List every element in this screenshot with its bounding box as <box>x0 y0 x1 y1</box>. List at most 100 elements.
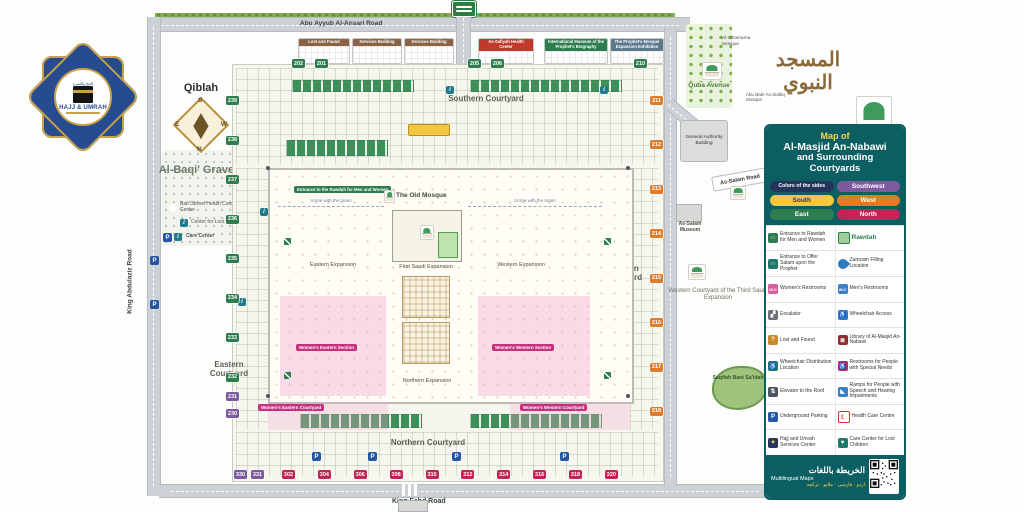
colors-of-sides-label: Colors of the sides <box>770 180 834 192</box>
compass-s: S <box>198 97 203 104</box>
legend-cell: ☾Health Care Centre <box>834 404 905 430</box>
escalator-icon: ▞ <box>768 309 778 320</box>
bab-jibreel-label: Bab Jibreel Health Care Center <box>180 201 234 213</box>
gate-202: 202 <box>292 59 305 68</box>
parking-icon: P <box>452 452 461 461</box>
south-gates-left: 202 201 <box>292 59 328 68</box>
legend-cell: Zamzam Filling Location <box>834 251 905 277</box>
rawdah-area-icon <box>837 232 850 245</box>
lost-found-icon: ? <box>768 335 778 346</box>
side-color-south: South <box>770 194 834 206</box>
legend-cell: ?Lost and Found <box>766 328 835 353</box>
carpet-strip <box>286 140 388 156</box>
escalator-icon <box>284 238 291 245</box>
green-dome-icon <box>384 190 395 203</box>
parking-icon: P <box>368 452 377 461</box>
legend-label: Elevator to the Roof <box>780 387 825 394</box>
gate-320: 320 <box>604 470 618 479</box>
quba-avenue-label: Quba Avenue <box>686 82 732 89</box>
legend-cell: ♿Wheelchair Distribution Location <box>766 354 835 379</box>
parking-icon: P <box>150 300 159 309</box>
road-sign <box>452 1 476 17</box>
gate-217: 217 <box>650 362 663 372</box>
legend-cell: ♥Care Center for Lost Children <box>834 430 905 455</box>
zamzam-drop-icon <box>835 256 850 271</box>
legend-label: Entrance to Rawdah for Men and Women <box>780 231 826 244</box>
gate-211: 211 <box>650 96 663 105</box>
escalator-icon <box>284 372 291 379</box>
building-museum: International Museum of the Prophet's Bi… <box>544 38 608 64</box>
crescent-icon: ☾ <box>837 411 850 424</box>
legend-label: Underground Parking <box>780 413 828 420</box>
ornate-courtyard-1 <box>402 276 450 318</box>
minaret-icon <box>626 394 630 398</box>
road-bottom <box>159 484 771 498</box>
womens-eastern-courtyard-label: Women's Eastern Courtyard <box>258 404 325 411</box>
info-icon: i <box>600 86 608 94</box>
legend-label: Zamzam Filling Location <box>849 257 884 269</box>
minaret-icon <box>626 166 630 170</box>
legend-label: Men's Restrooms <box>849 285 889 292</box>
hajj-umrah-logo: الحج والعمرة HAJJ & UMRAH <box>25 39 141 155</box>
northern-expansion-label: Northern Expansion <box>402 378 452 384</box>
legend-cell: ≣Library of Al-Masjid An-Nabawi <box>834 328 905 353</box>
legend-title-2: Al-Masjid An-Nabawi <box>783 141 887 153</box>
building-label: As-Safiyah Health Center <box>479 39 533 51</box>
legend-row: ▞Escalator♿Wheelchair Access <box>766 301 905 328</box>
gate-237: 237 <box>226 175 239 185</box>
gate-201: 201 <box>315 59 328 68</box>
minaret-icon <box>266 166 270 170</box>
road-top <box>150 17 690 32</box>
salam-museum-label: As-Salam Museum <box>678 221 702 233</box>
kaaba-icon <box>73 85 93 103</box>
legend-label: Care Center for Lost Children <box>849 435 895 448</box>
northern-courtyard-area <box>236 432 658 476</box>
saqifah-label: Saqifah Bani Sa'idah <box>712 375 764 381</box>
legend-label: Entrance to Offer Salam upon the Prophet <box>780 254 818 272</box>
saqifah-area <box>712 366 768 410</box>
compass-n: N <box>197 146 202 153</box>
gate-214: 214 <box>650 229 663 239</box>
rawdah-entrance-icon: ∩ <box>768 233 778 244</box>
carpet-strip <box>470 414 602 428</box>
library-icon: ≣ <box>837 335 848 346</box>
ornate-courtyard-2 <box>402 322 450 364</box>
wheelchair-icon: ♿ <box>837 309 848 320</box>
legend-cell: ▞Escalator <box>766 303 835 328</box>
green-dome-icon <box>420 225 434 240</box>
care-center-label: Care Center <box>186 233 215 239</box>
legend-footer: الخريطة باللغات Multilingual Maps اردو ·… <box>766 455 904 498</box>
legend-cell: ⇅Elevator to the Roof <box>766 379 835 404</box>
legend-cell: ♿Wheelchair Access <box>834 302 905 328</box>
tree-strip-top <box>155 13 675 17</box>
legend-label: Wheelchair Access <box>849 311 892 317</box>
gate-205: 205 <box>468 59 481 68</box>
womens-western-section-label: Women's Western Section <box>492 344 555 351</box>
legend-header: Map of Al-Masjid An-Nabawi and Surroundi… <box>766 126 904 179</box>
gate-232: 232 <box>226 372 239 382</box>
ghamama-mosque-icon <box>702 62 722 80</box>
side-color-southwest: Southwest <box>836 180 900 192</box>
gate-312: 312 <box>461 470 475 479</box>
gate-316: 316 <box>533 470 547 479</box>
gate-314: 314 <box>497 470 511 479</box>
womens-western-courtyard-label: Women's Western Courtyard <box>520 404 588 411</box>
logo-title: HAJJ & UMRAH <box>59 104 107 111</box>
old-mosque-label: The Old Mosque <box>396 192 447 199</box>
carpet-strip <box>292 80 414 92</box>
escalator-icon <box>604 238 611 245</box>
gate-215: 215 <box>650 273 663 283</box>
pedestrian-crossing <box>402 484 418 496</box>
gate-213: 213 <box>650 184 663 194</box>
legend-label: Rawdah <box>851 234 877 242</box>
ramp-icon: ◣ <box>837 386 848 397</box>
gate-306: 306 <box>353 470 367 479</box>
legend-row: ⇅Elevator to the Roof◣Ramps for People w… <box>766 378 904 404</box>
logo-arabic: الحج والعمرة <box>72 81 94 86</box>
